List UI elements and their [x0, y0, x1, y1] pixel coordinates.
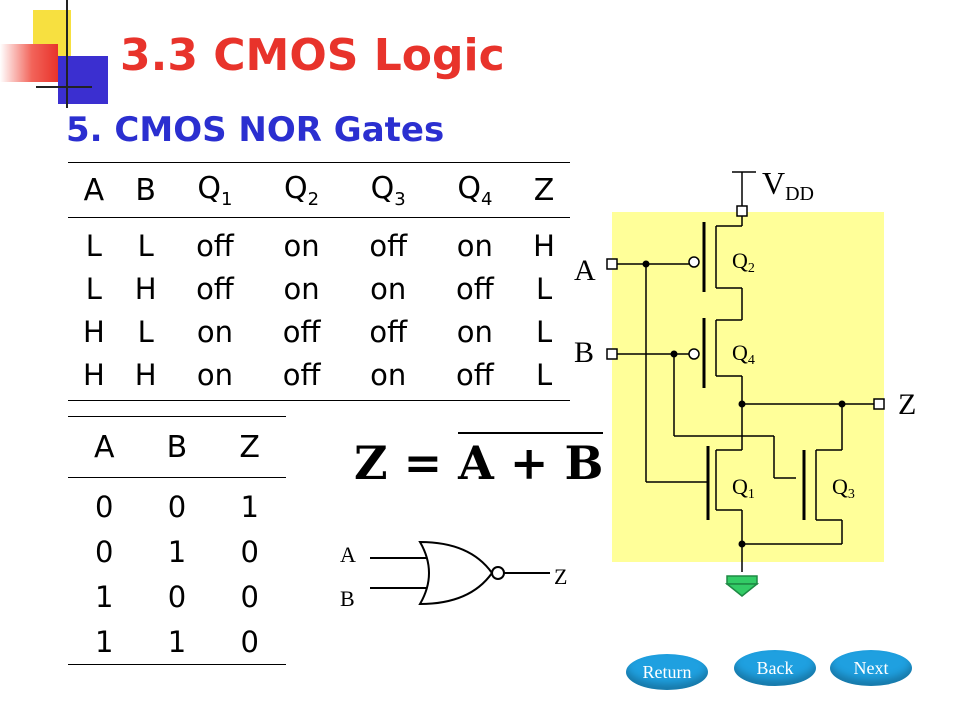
table-cell: on	[283, 271, 320, 306]
table-row: 1 1 0	[68, 619, 286, 665]
q1-label: Q1	[732, 474, 755, 502]
table-cell: off	[282, 314, 321, 349]
table-cell: 1	[167, 534, 187, 569]
table-cell: H	[82, 314, 105, 349]
col-header-b: B	[119, 162, 172, 218]
decoration-line-vertical	[66, 0, 68, 108]
circuit-output-z-label: Z	[898, 388, 916, 421]
table-cell: 0	[95, 489, 114, 524]
table-cell: L	[137, 228, 154, 263]
table-row: L H off on on off L	[68, 267, 570, 310]
table-cell: off	[258, 353, 345, 401]
nor-formula: Z = A + B	[354, 432, 604, 490]
table-cell: on	[456, 228, 493, 263]
nor-gate-body	[418, 540, 494, 606]
return-button[interactable]: Return	[626, 654, 708, 690]
ground-icon	[726, 575, 758, 585]
table-cell: on	[370, 271, 407, 306]
table-cell: 0	[240, 534, 259, 569]
formula-lhs: Z	[354, 436, 388, 490]
junction-dot	[838, 400, 846, 408]
table-cell: off	[196, 271, 234, 306]
table-cell: off	[455, 271, 494, 306]
table-cell: L	[85, 228, 102, 263]
gate-input-b-label: B	[340, 586, 355, 611]
table-row: 1 0 0	[68, 574, 286, 619]
table-cell: 1	[68, 619, 141, 665]
table-cell: off	[196, 228, 234, 263]
table-cell: 0	[167, 489, 187, 524]
table-cell: on	[171, 353, 259, 401]
table-cell: on	[456, 314, 493, 349]
formula-overlined-expr: A + B	[458, 432, 604, 490]
table-cell: L	[85, 271, 102, 306]
col-header-q4: Q4	[431, 162, 519, 218]
col-header-q2: Q2	[258, 162, 345, 218]
page-title: 3.3 CMOS Logic	[120, 30, 505, 81]
section-subtitle: 5. CMOS NOR Gates	[66, 110, 445, 150]
table-cell: L	[536, 314, 553, 349]
table-cell: off	[431, 353, 519, 401]
decoration-line-horizontal	[36, 86, 92, 88]
table-cell: 0	[213, 619, 286, 665]
logic-truth-table: A B Z 0 0 1 0 1 0 1 0 0 1 1 0	[68, 416, 286, 665]
table-cell: on	[344, 353, 432, 401]
cmos-nor-schematic: VDD A B Z Q2 Q4 Q1 Q3	[574, 165, 916, 597]
table-cell: 0	[167, 579, 187, 614]
q4-label: Q4	[732, 340, 755, 368]
table-cell: 0	[95, 534, 114, 569]
table-cell: H	[68, 353, 120, 401]
col-header-z: Z	[518, 162, 570, 218]
next-button[interactable]: Next	[830, 650, 912, 686]
table-cell: L	[518, 353, 570, 401]
decoration-block-red	[0, 44, 58, 82]
junction-dot	[670, 350, 678, 358]
table-cell: H	[533, 228, 555, 263]
circuit-input-a-label: A	[574, 254, 596, 287]
col-header-q1: Q1	[171, 162, 259, 218]
transistor-state-table: A B Q1 Q2 Q3 Q4 Z L L off on off on H L …	[68, 162, 570, 401]
back-button[interactable]: Back	[734, 650, 816, 686]
vdd-label: VDD	[762, 165, 814, 205]
table-cell: 1	[95, 579, 114, 614]
table-header-row: A B Q1 Q2 Q3 Q4 Z	[68, 162, 570, 218]
circuit-input-b-label: B	[574, 336, 594, 369]
table-header-row: A B Z	[68, 416, 286, 478]
nor-inversion-bubble	[491, 566, 505, 580]
table-row: H H on off on off L	[68, 353, 570, 401]
gate-input-a-label: A	[340, 542, 356, 567]
junction-dot	[738, 540, 746, 548]
nor-gate-symbol: A B Z	[340, 540, 567, 611]
formula-equals: =	[403, 436, 443, 490]
gate-output-z-label: Z	[554, 564, 567, 589]
table-cell: 1	[240, 489, 259, 524]
table-cell: L	[536, 271, 553, 306]
table-cell: off	[369, 314, 408, 349]
table-row: L L off on off on H	[68, 218, 570, 268]
col-header-z: Z	[213, 416, 286, 478]
table-row: 0 0 1	[68, 478, 286, 530]
junction-dot	[642, 260, 650, 268]
col-header-b: B	[140, 416, 214, 478]
circuit-panel	[612, 212, 884, 562]
ground-arrow-icon	[724, 583, 760, 597]
col-header-a: A	[68, 162, 120, 218]
table-cell: H	[134, 271, 157, 306]
table-cell: off	[369, 228, 408, 263]
table-row: H L on off off on L	[68, 310, 570, 353]
q3-label: Q3	[832, 474, 855, 502]
col-header-q3: Q3	[344, 162, 432, 218]
q2-label: Q2	[732, 248, 755, 276]
table-cell: 0	[240, 579, 259, 614]
table-cell: on	[196, 314, 233, 349]
junction-dot	[738, 400, 746, 408]
col-header-a: A	[68, 416, 141, 478]
table-row: 0 1 0	[68, 529, 286, 574]
table-cell: on	[283, 228, 320, 263]
table-cell: 1	[140, 619, 214, 665]
table-cell: H	[119, 353, 172, 401]
table-cell: L	[137, 314, 154, 349]
